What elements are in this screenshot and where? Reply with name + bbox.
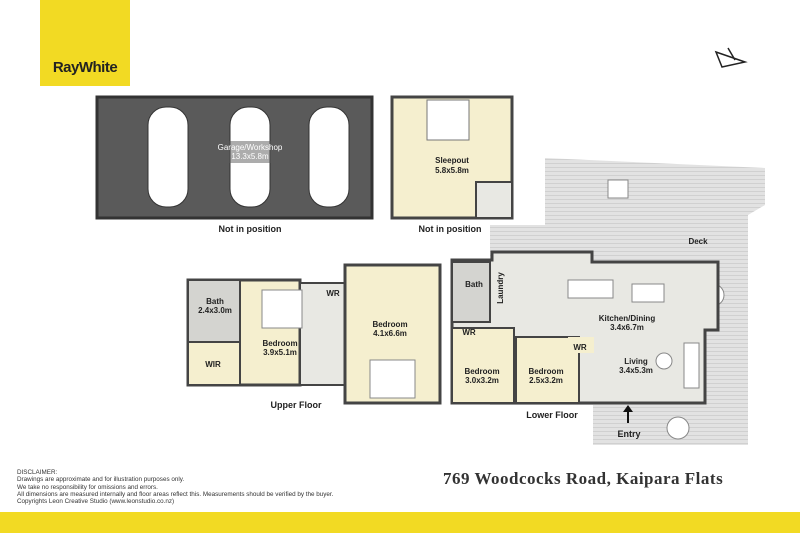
sleepout-label: Sleepout: [435, 156, 469, 165]
disclaimer-title: DISCLAIMER:: [17, 469, 58, 476]
brand-band: [0, 512, 800, 533]
upper-bedroom-1-label: Bedroom: [262, 339, 297, 348]
disclaimer-line: Drawings are approximate and for illustr…: [17, 476, 185, 484]
living-label: Living: [624, 357, 648, 366]
disclaimer-line: We take no responsibility for omissions …: [17, 483, 158, 491]
lower-floor-plan: Bath Laundry Kitchen/Dining 3.4x6.7m WR …: [450, 250, 720, 439]
sleepout-size: 5.8x5.8m: [435, 166, 469, 175]
sleepout-note: Not in position: [419, 224, 482, 234]
upper-bedroom-2-size: 4.1x6.6m: [373, 329, 407, 338]
upper-bedroom-2-label: Bedroom: [372, 320, 407, 329]
upper-bath-size: 2.4x3.0m: [198, 306, 232, 315]
lower-bedroom-2-label: Bedroom: [528, 367, 563, 376]
kitchen-dining-label: Kitchen/Dining: [599, 314, 656, 323]
lower-bedroom-1-label: Bedroom: [464, 367, 499, 376]
entry-label: Entry: [617, 429, 640, 439]
ray-white-logo: RayWhite: [40, 0, 130, 86]
lower-wr-label-2: WR: [573, 343, 587, 352]
garage-size: 13.3x5.8m: [231, 152, 269, 161]
entry-arrow-icon: [623, 405, 633, 423]
deck-label: Deck: [688, 237, 708, 246]
lower-wr-label-1: WR: [462, 328, 476, 337]
upper-floor-caption: Upper Floor: [271, 400, 322, 410]
garage-plan: Garage/Workshop 13.3x5.8m Not in positio…: [95, 95, 374, 234]
upper-bath-label: Bath: [206, 297, 224, 306]
lower-floor-caption: Lower Floor: [526, 410, 578, 420]
garage-label: Garage/Workshop: [218, 143, 283, 152]
lower-bedroom-1-size: 3.0x3.2m: [465, 376, 499, 385]
disclaimer: DISCLAIMER: Drawings are approximate and…: [17, 469, 333, 505]
disclaimer-line: Copyrights Leon Creative Studio (www.leo…: [17, 498, 175, 506]
kitchen-dining-size: 3.4x6.7m: [610, 323, 644, 332]
logo-text: RayWhite: [52, 59, 118, 76]
property-address: 769 Woodcocks Road, Kaipara Flats: [443, 469, 724, 488]
north-arrow-icon: [714, 47, 748, 68]
upper-bedroom-1-size: 3.9x5.1m: [263, 348, 297, 357]
wir-label: WIR: [205, 360, 221, 369]
disclaimer-line: All dimensions are measured internally a…: [17, 490, 334, 498]
garage-note: Not in position: [219, 224, 282, 234]
living-size: 3.4x5.3m: [619, 366, 653, 375]
sleepout-plan: Sleepout 5.8x5.8m Not in position: [390, 95, 514, 234]
lower-bedroom-2-size: 2.5x3.2m: [529, 376, 563, 385]
lower-bath-label: Bath: [465, 280, 483, 289]
upper-wr-label: WR: [326, 289, 340, 298]
upper-floor-plan: Bath 2.4x3.0m Bedroom 3.9x5.1m WR Bedroo…: [186, 263, 442, 410]
laundry-label: Laundry: [496, 272, 505, 304]
